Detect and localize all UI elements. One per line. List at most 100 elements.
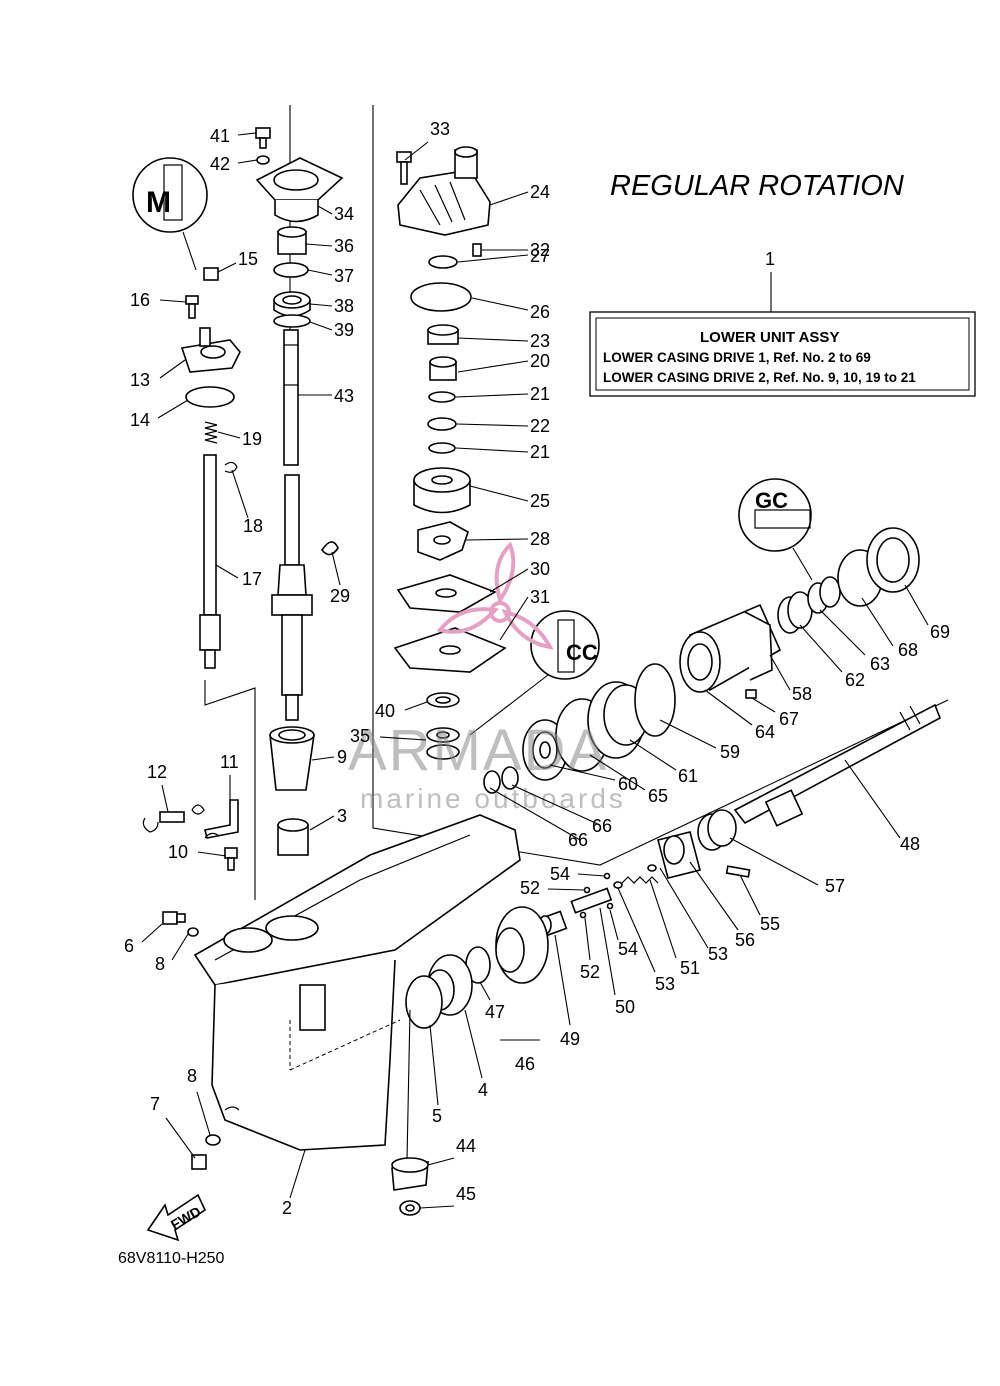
part-pin-53a (647, 864, 657, 872)
part-ring-59 (634, 663, 676, 737)
part-spring-51 (621, 876, 659, 884)
part-nut-45 (399, 1200, 421, 1216)
part-seal-20 (429, 356, 457, 381)
part-pump-housing-24 (397, 146, 491, 236)
callout-54: 54 (618, 939, 638, 959)
part-washer-8b (205, 1134, 221, 1146)
part-spring-19 (204, 421, 218, 444)
callout-48: 48 (900, 834, 920, 854)
leader-line-47 (479, 981, 491, 1001)
callout-52: 52 (580, 962, 600, 982)
callout-22: 22 (530, 416, 550, 436)
part-ball-52b (579, 911, 587, 919)
callout-55: 55 (760, 914, 780, 934)
part-washer-42 (256, 155, 270, 165)
part-ring-66a (483, 770, 501, 794)
part-insert-23 (427, 324, 459, 345)
callout-35: 35 (350, 726, 370, 746)
leader-line-54 (609, 909, 619, 941)
leader-line-24 (489, 191, 529, 206)
callout-21: 21 (530, 442, 550, 462)
leader-line-31 (499, 596, 529, 641)
grease-gc-symbol-small-icon: CC (469, 610, 600, 736)
callout-25: 25 (530, 491, 550, 511)
leader-line-33 (404, 141, 429, 161)
leader-line-38 (309, 303, 333, 307)
callout-26: 26 (530, 302, 550, 322)
callout-46: 46 (515, 1054, 535, 1074)
leader-line-60 (549, 764, 616, 781)
leader-line-20 (457, 360, 529, 373)
leader-line-22 (456, 423, 529, 427)
callout-29: 29 (330, 586, 350, 606)
leader-line-57 (729, 837, 819, 886)
leader-line-7 (165, 1117, 196, 1159)
leader-line-6 (141, 923, 163, 943)
part-pin-32 (472, 243, 482, 257)
leader-line-59 (659, 719, 717, 749)
part-gasket-31 (393, 627, 507, 673)
callout-36: 36 (334, 236, 354, 256)
part-cartridge-25 (413, 467, 471, 514)
part-ball-52a (583, 886, 591, 894)
callout-57: 57 (825, 876, 845, 896)
callout-65: 65 (648, 786, 668, 806)
svg-text:M: M (146, 186, 171, 219)
callout-53: 53 (655, 974, 675, 994)
callout-3: 3 (337, 806, 347, 826)
callout-13: 13 (130, 370, 150, 390)
callout-59: 59 (720, 742, 740, 762)
callout-2: 2 (282, 1198, 292, 1218)
part-ring-63b (819, 576, 841, 608)
part-pin-53b (613, 881, 623, 889)
leader-lines (141, 132, 929, 1209)
callout-5: 5 (432, 1106, 442, 1126)
part-ball-54a (603, 872, 611, 880)
leader-line-56 (689, 861, 739, 931)
leader-line-36 (305, 243, 333, 247)
leader-line-53 (659, 867, 709, 949)
part-bearing-3 (277, 818, 309, 856)
fwd-arrow-icon: FWD (146, 1193, 207, 1242)
callout-33: 33 (430, 119, 450, 139)
callout-16: 16 (130, 290, 150, 310)
part-ring-66b (501, 766, 519, 790)
part-shift-housing-13 (180, 327, 241, 373)
svg-text:CC: CC (566, 640, 598, 665)
leader-line-66 (489, 787, 581, 841)
leader-line-58 (769, 654, 791, 691)
leader-line-63 (819, 609, 866, 656)
callout-53: 53 (708, 944, 728, 964)
leader-line-27 (457, 254, 529, 263)
leader-line-23 (457, 337, 529, 342)
part-housing-34 (255, 157, 344, 223)
leader-line-3 (309, 815, 335, 831)
part-bushing-15 (203, 267, 219, 281)
part-bolt-7 (191, 1154, 207, 1170)
part-shim-5 (405, 975, 443, 1029)
leader-line-17 (215, 564, 239, 579)
callout-32: 32 (530, 240, 550, 260)
callout-19: 19 (242, 429, 262, 449)
leader-line-51 (649, 879, 677, 959)
part-bolt-10 (224, 847, 238, 871)
part-washer-8a (187, 927, 199, 937)
callout-51: 51 (680, 958, 700, 978)
leader-line-13 (159, 359, 186, 379)
callout-6: 6 (124, 936, 134, 956)
leader-line-29 (331, 551, 341, 586)
part-seal-40 (426, 692, 460, 708)
callout-27: 27 (530, 246, 550, 266)
callout-66: 66 (568, 830, 588, 850)
leader-line-15 (217, 262, 237, 273)
leader-line-50 (599, 907, 616, 996)
callout-47: 47 (485, 1002, 505, 1022)
part-lower-casing-2 (193, 814, 521, 1151)
part-ring-39 (273, 314, 311, 328)
leader-line-68 (861, 597, 894, 647)
drawing-code: 68V8110-H250 (118, 1250, 225, 1267)
callout-12: 12 (147, 762, 167, 782)
leader-line-52 (584, 917, 591, 961)
leader-line-26 (471, 297, 529, 311)
